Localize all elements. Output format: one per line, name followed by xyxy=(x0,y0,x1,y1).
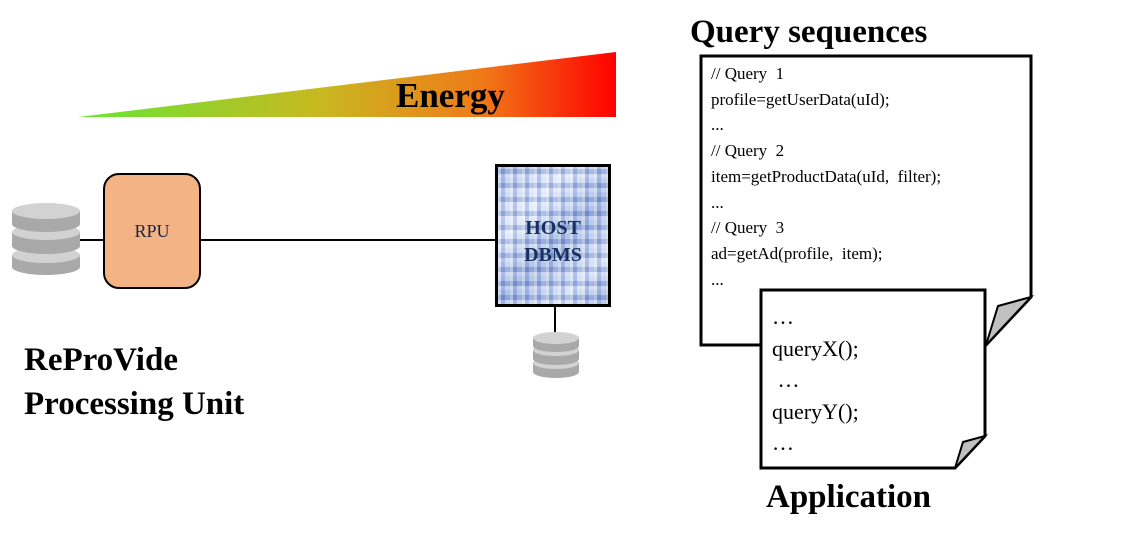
code-line: item=getProductData(uId, filter); xyxy=(711,166,942,186)
rpu-storage-icon xyxy=(12,203,80,275)
query-sequences-code: // Query 1 profile=getUserData(uId); ...… xyxy=(711,61,941,292)
host-dbms-label: HOST DBMS xyxy=(498,215,608,269)
application-code: … queryX(); … queryY(); … xyxy=(772,301,859,459)
host-dbms-box: HOST DBMS xyxy=(495,164,611,307)
code-line: ad=getAd(profile, item); xyxy=(711,243,883,263)
code-line: ... xyxy=(711,115,724,135)
code-line: queryY(); xyxy=(772,398,859,424)
rpu-box: RPU xyxy=(103,173,201,289)
code-line: // Query 1 xyxy=(711,64,785,83)
code-line: ... xyxy=(711,269,724,289)
code-line: queryX(); xyxy=(772,335,859,361)
code-line: // Query 2 xyxy=(711,141,785,161)
energy-wedge xyxy=(78,52,616,117)
host-label: HOST xyxy=(525,217,581,239)
code-line: … xyxy=(772,430,794,455)
application-sheet xyxy=(759,288,989,470)
dbms-label: DBMS xyxy=(524,244,582,266)
code-line: ... xyxy=(711,192,724,212)
rpu-label: RPU xyxy=(134,220,170,241)
energy-label: Energy xyxy=(396,76,505,115)
application-title: Application xyxy=(766,479,932,515)
reprovide-title-line2: Processing Unit xyxy=(24,386,245,422)
reprovide-title: ReProVide Processing Unit xyxy=(24,338,244,426)
reprovide-title-line1: ReProVide xyxy=(24,342,178,378)
code-line: profile=getUserData(uId); xyxy=(711,89,890,109)
query-sequences-title: Query sequences xyxy=(690,14,928,50)
code-line: // Query 3 xyxy=(711,218,785,238)
code-line: … xyxy=(772,367,800,392)
host-storage-icon xyxy=(533,332,579,378)
code-line: … xyxy=(772,304,794,329)
query-sequences-sheet xyxy=(699,54,1035,347)
